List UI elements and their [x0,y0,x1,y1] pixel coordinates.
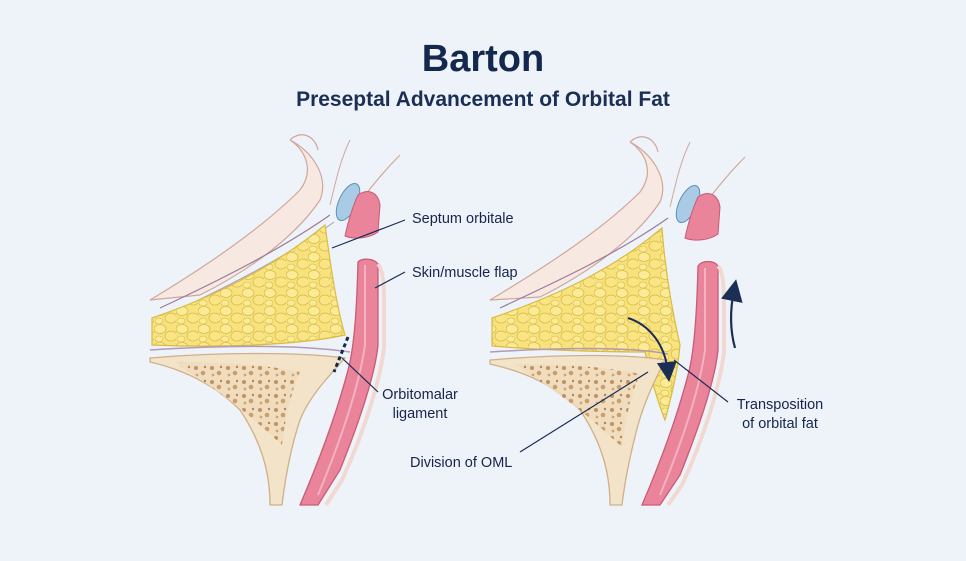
left-orbital-fat [151,223,346,347]
right-orbicularis-upper [684,193,721,241]
right-skin-muscle-flap [641,260,719,506]
label-orbitomalar-ligament: Orbitomalar ligament [380,386,460,424]
label-transposition: Transposition of orbital fat [730,396,830,434]
left-panel [149,134,406,507]
right-septum [499,217,669,309]
label-septum-orbitale: Septum orbitale [412,211,514,227]
label-transposition-line2: of orbital fat [742,416,818,432]
label-skin-muscle-flap: Skin/muscle flap [412,265,518,281]
left-orbitomalar-ligament [332,336,350,373]
left-septum [159,214,331,309]
label-orbitomalar-line1: Orbitomalar [382,387,458,403]
right-panel [489,136,746,507]
left-skin-muscle-flap [299,258,379,506]
label-division-of-oml: Division of OML [410,455,513,471]
label-transposition-line1: Transposition [736,397,824,413]
page-title: Barton [421,38,545,80]
page-subtitle: Preseptal Advancement of Orbital Fat [296,88,670,111]
curved-arrow-icon [627,317,677,382]
left-orbicularis-upper [344,191,381,239]
up-arrow-icon [721,279,743,349]
label-orbitomalar-line2: ligament [392,406,448,422]
